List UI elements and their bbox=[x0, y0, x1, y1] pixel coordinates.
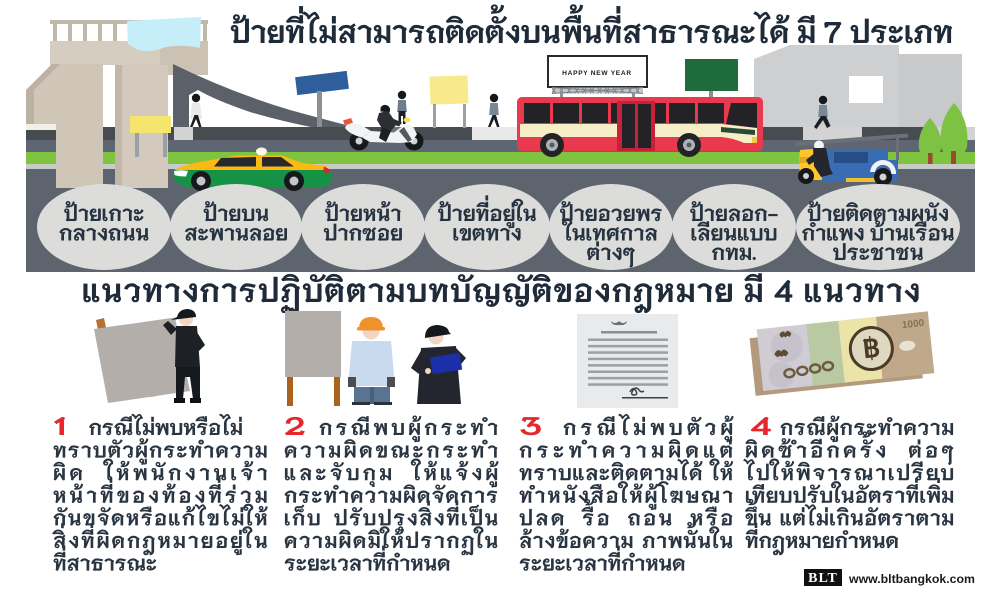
svg-text:BLT: BLT bbox=[808, 571, 838, 586]
svg-text:HAPPY NEW YEAR: HAPPY NEW YEAR bbox=[562, 70, 632, 77]
svg-text:1000: 1000 bbox=[901, 318, 925, 331]
svg-text:www.bltbangkok.com: www.bltbangkok.com bbox=[848, 572, 975, 586]
